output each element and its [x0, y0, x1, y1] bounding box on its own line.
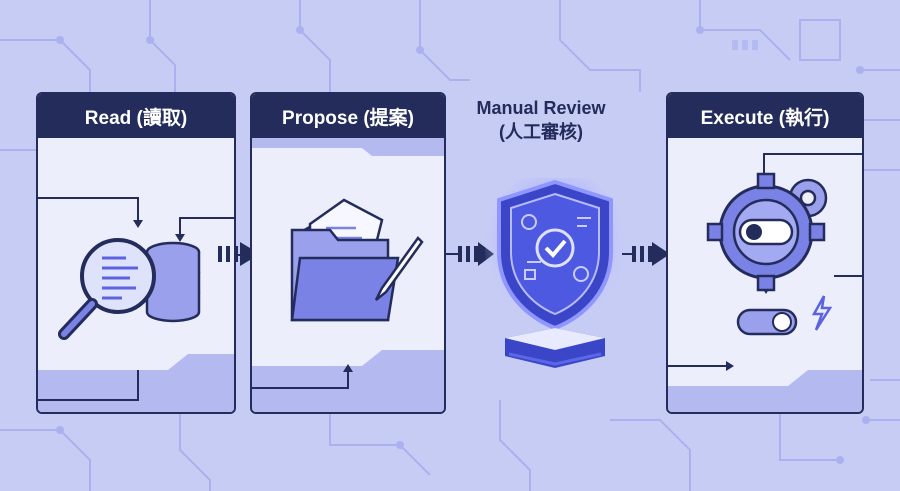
step-propose-panel: Propose (提案): [250, 92, 446, 414]
shield-check-icon: [485, 178, 625, 368]
step-review-title-line2: (人工審核): [499, 122, 583, 142]
gear-toggle-icon: [668, 153, 862, 412]
step-read-title: Read (讀取): [38, 94, 234, 138]
step-execute-panel: Execute (執行): [666, 92, 864, 414]
step-read-panel: Read (讀取): [36, 92, 236, 414]
step-review-title: Manual Review (人工審核): [470, 96, 612, 144]
chevron-arrow-3-icon: [622, 242, 670, 266]
step-execute-title: Execute (執行): [668, 94, 862, 138]
magnifier-database-icon: [38, 197, 234, 412]
folder-documents-pen-icon: [252, 138, 444, 412]
step-review-title-line1: Manual Review: [476, 98, 606, 118]
step-propose-title: Propose (提案): [252, 94, 444, 138]
